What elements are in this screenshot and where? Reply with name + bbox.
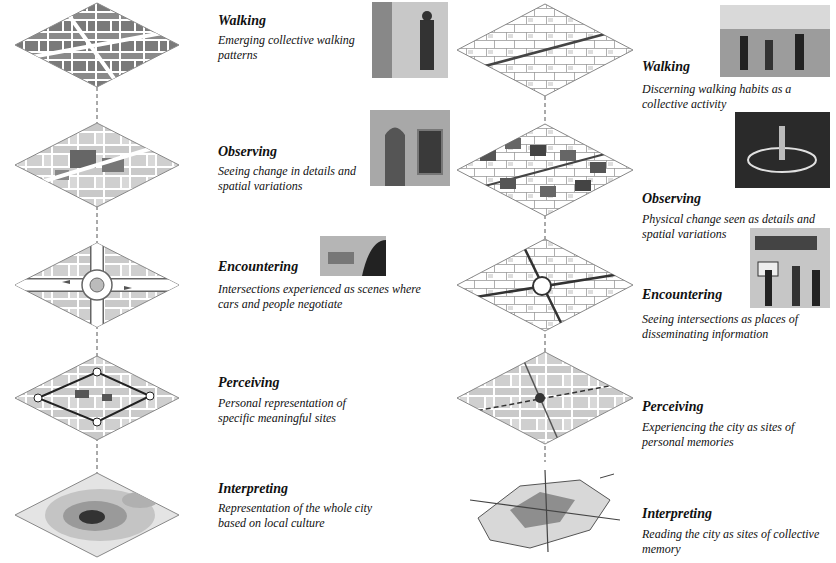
layer-heading: Observing [642, 190, 701, 207]
layer-description: Experiencing the city as sites of person… [642, 420, 827, 450]
layer-description: Reading the city as sites of collective … [642, 527, 827, 557]
layer-heading: Perceiving [642, 398, 703, 415]
layer-heading: Walking [642, 58, 690, 75]
layer-heading: Perceiving [218, 374, 279, 391]
layer-description: Intersections experienced as scenes wher… [218, 282, 423, 312]
layer-heading: Encountering [218, 258, 298, 275]
photo [370, 110, 450, 186]
layer-heading: Interpreting [642, 505, 712, 522]
layer-description: Emerging collective walking patterns [218, 33, 368, 63]
layer-heading: Encountering [642, 286, 722, 303]
layer-heading: Walking [218, 12, 266, 29]
layer-description: Representation of the whole city based o… [218, 501, 403, 531]
layer-description: Discerning walking habits as a collectiv… [642, 82, 827, 112]
photo [720, 5, 830, 77]
photo [750, 228, 830, 308]
photo [735, 112, 830, 188]
layer-heading: Observing [218, 143, 277, 160]
layer-description: Seeing intersections as places of dissem… [642, 312, 827, 342]
layer-description: Personal representation of specific mean… [218, 396, 368, 426]
photo [320, 236, 386, 276]
layer-description: Seeing change in details and spatial var… [218, 164, 363, 194]
photo [372, 2, 448, 78]
layer-description: Physical change seen as details and spat… [642, 212, 827, 242]
layer-heading: Interpreting [218, 480, 288, 497]
